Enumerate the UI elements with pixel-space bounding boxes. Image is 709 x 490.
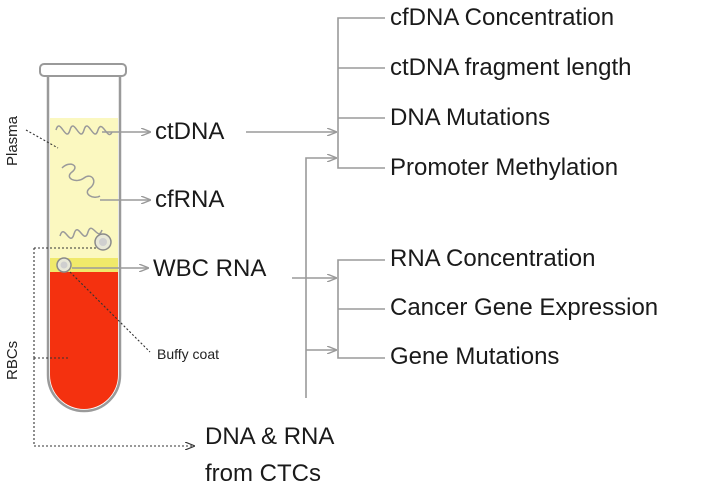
buffy-coat-leader bbox=[69, 271, 151, 353]
ctc-cell-nucleus-icon bbox=[99, 238, 107, 246]
rna-strand-icon bbox=[61, 163, 101, 199]
rna-analysis-item: Gene Mutations bbox=[390, 343, 560, 370]
ctc-trunk bbox=[305, 158, 336, 398]
dna-analysis-item: DNA Mutations bbox=[390, 104, 551, 131]
source-arrows bbox=[72, 132, 150, 268]
wbc-cell-nucleus-icon bbox=[60, 261, 68, 269]
leader-lines bbox=[25, 129, 194, 446]
dna-analysis-item: Promoter Methylation bbox=[390, 154, 619, 181]
dna-bracket bbox=[337, 17, 385, 169]
dna-analysis-item: ctDNA fragment length bbox=[390, 54, 632, 81]
tube-glass-outline bbox=[46, 76, 122, 413]
rna-analysis-item: RNA Concentration bbox=[390, 245, 596, 272]
blood-tube bbox=[39, 63, 127, 413]
cfrna-label: cfRNA bbox=[155, 186, 225, 213]
dna-analysis-item: cfDNA Concentration bbox=[390, 4, 615, 31]
wbc-rna-label: WBC RNA bbox=[153, 255, 267, 282]
tube-rbc-layer bbox=[50, 272, 118, 409]
plasma-label: Plasma bbox=[4, 115, 21, 166]
buffy-coat-label: Buffy coat bbox=[157, 346, 220, 362]
rna-analysis-item: Cancer Gene Expression bbox=[390, 294, 659, 321]
tube-cap-rim bbox=[39, 63, 127, 77]
ctc-dna-rna-label-line1: DNA & RNA bbox=[205, 423, 335, 450]
ctc-dna-rna-label-line2: from CTCs bbox=[205, 460, 321, 487]
analysis-connectors bbox=[246, 17, 385, 398]
dna-strand-icon bbox=[55, 125, 113, 136]
rbcs-label: RBCs bbox=[4, 340, 21, 380]
ctdna-label: ctDNA bbox=[155, 118, 225, 145]
dna-strand-icon bbox=[59, 227, 103, 239]
